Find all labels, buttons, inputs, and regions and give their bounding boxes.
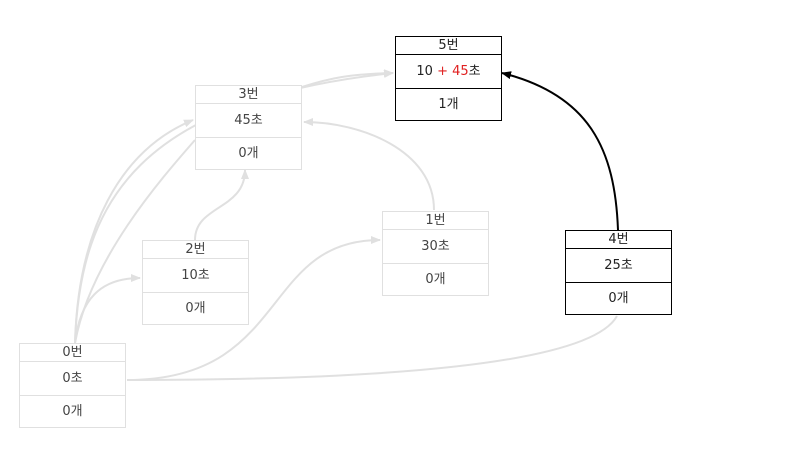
node-5-time-base: 10 [416,64,433,79]
node-0[interactable]: 0번 0초 0개 [19,343,126,428]
edge-0-to-2 [74,274,141,344]
edge-1-to-3 [303,118,435,211]
node-5[interactable]: 5번 10 + 45초 1개 [395,36,502,121]
node-0-title: 0번 [20,344,125,362]
node-4-count: 0개 [608,291,629,306]
edge-0-to-4 [126,315,618,381]
node-2[interactable]: 2번 10초 0개 [142,240,249,325]
node-5-title: 5번 [396,37,501,55]
node-0-count: 0개 [62,404,83,419]
node-3[interactable]: 3번 45초 0개 [195,85,302,170]
node-4-time: 25초 [566,249,671,283]
node-4[interactable]: 4번 25초 0개 [565,230,672,315]
edge-2-to-3 [194,169,249,241]
node-5-time-unit: 초 [468,64,481,79]
edge-4-to-5 [501,71,619,231]
node-0-time: 0초 [20,362,125,396]
node-1[interactable]: 1번 30초 0개 [382,211,489,296]
node-1-count: 0개 [425,272,446,287]
node-1-time: 30초 [383,230,488,264]
node-4-title: 4번 [566,231,671,249]
node-3-title: 3번 [196,86,301,104]
node-5-count: 1개 [438,97,459,112]
node-3-time: 45초 [196,104,301,138]
node-2-count: 0개 [185,301,206,316]
edge-0-to-1 [126,236,381,381]
node-2-title: 2번 [143,241,248,259]
node-2-time: 10초 [143,259,248,293]
node-5-time-plus: + 45 [437,64,469,79]
node-3-count: 0개 [238,146,259,161]
node-1-title: 1번 [383,212,488,230]
node-5-time: 10 + 45초 [396,55,501,89]
edge-3-to-5 [301,69,394,88]
